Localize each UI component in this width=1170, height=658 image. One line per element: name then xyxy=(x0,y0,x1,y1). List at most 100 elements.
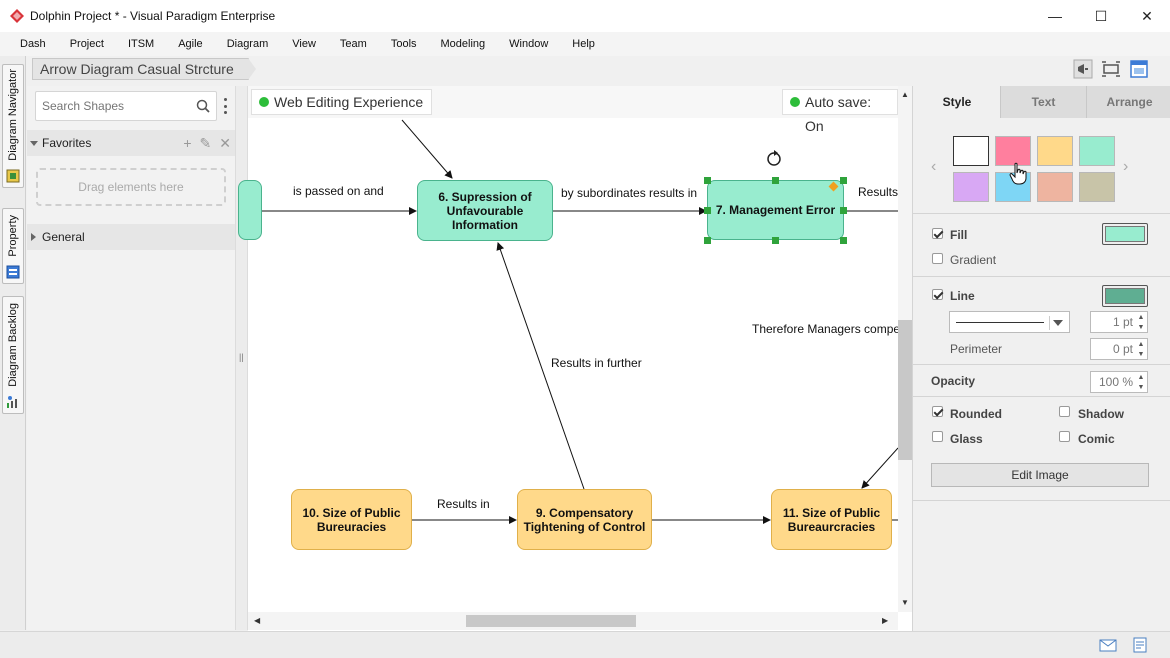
resize-handle[interactable] xyxy=(840,237,847,244)
app-logo-icon xyxy=(10,9,24,23)
color-swatch[interactable] xyxy=(953,172,989,202)
general-section[interactable]: General xyxy=(27,224,235,250)
line-color-button[interactable] xyxy=(1102,285,1148,307)
edge-label-results[interactable]: Results xyxy=(858,185,899,199)
fill-color-button[interactable] xyxy=(1102,223,1148,245)
scroll-right-icon[interactable]: ▶ xyxy=(882,616,889,625)
minimize-button[interactable]: — xyxy=(1048,8,1062,24)
color-swatch[interactable] xyxy=(953,136,989,166)
color-swatch[interactable] xyxy=(1037,136,1073,166)
gradient-label: Gradient xyxy=(950,253,997,267)
menu-agile[interactable]: Agile xyxy=(178,38,203,50)
edge-label-results-in[interactable]: Results in xyxy=(437,497,490,511)
layout-panel-icon[interactable] xyxy=(1128,58,1150,80)
tab-diagram-navigator[interactable]: Diagram Navigator xyxy=(2,64,24,188)
scroll-down-icon[interactable]: ▼ xyxy=(901,598,909,607)
title-bar: Dolphin Project * - Visual Paradigm Ente… xyxy=(0,0,1170,32)
comic-checkbox[interactable] xyxy=(1059,431,1070,442)
resize-handle[interactable] xyxy=(704,207,711,214)
menu-help[interactable]: Help xyxy=(572,38,595,50)
opacity-value: 100 % xyxy=(1098,375,1133,389)
autosave-indicator[interactable]: Auto save: On xyxy=(782,89,898,134)
line-width-input[interactable]: 1 pt▲▼ xyxy=(1090,311,1148,333)
menu-diagram[interactable]: Diagram xyxy=(226,38,269,50)
chevron-left-icon[interactable]: ‹ xyxy=(931,158,937,175)
fill-checkbox[interactable] xyxy=(932,228,943,239)
resize-handle[interactable] xyxy=(840,207,847,214)
node-9-compensatory[interactable]: 9. Compensatory Tightening of Control xyxy=(517,489,652,550)
menu-window[interactable]: Window xyxy=(509,38,549,50)
node-partial-left[interactable] xyxy=(238,180,262,240)
resize-handle[interactable] xyxy=(704,237,711,244)
search-input[interactable] xyxy=(36,92,186,120)
node-11-size-bureaurcracies[interactable]: 11. Size of Public Bureaurcracies xyxy=(771,489,892,550)
node-10-size-bureuracies[interactable]: 10. Size of Public Bureuracies xyxy=(291,489,412,550)
resize-handle[interactable] xyxy=(704,177,711,184)
rotate-handle-icon[interactable] xyxy=(767,150,781,166)
add-icon[interactable]: + xyxy=(183,135,192,151)
tab-style[interactable]: Style xyxy=(914,86,1000,118)
line-style-dropdown[interactable] xyxy=(949,311,1070,333)
notes-icon[interactable] xyxy=(1131,637,1149,653)
vertical-scrollbar[interactable]: ▲ ▼ xyxy=(898,86,912,612)
panel-splitter[interactable]: || xyxy=(235,86,248,630)
diagram-canvas[interactable]: Web Editing Experience Auto save: On is … xyxy=(238,86,912,631)
menu-modeling[interactable]: Modeling xyxy=(440,38,486,50)
tab-diagram-backlog[interactable]: Diagram Backlog xyxy=(2,296,24,414)
announce-icon[interactable] xyxy=(1072,58,1094,80)
more-options-icon[interactable] xyxy=(222,98,228,114)
vertical-scroll-thumb[interactable] xyxy=(898,320,912,460)
maximize-button[interactable]: ☐ xyxy=(1094,7,1108,24)
tab-diagram-backlog-label: Diagram Backlog xyxy=(7,303,19,387)
remove-icon[interactable]: ✕ xyxy=(219,135,231,151)
tab-property[interactable]: Property xyxy=(2,208,24,284)
color-swatch[interactable] xyxy=(995,136,1031,166)
glass-label: Glass xyxy=(950,432,983,446)
search-icon[interactable] xyxy=(196,99,210,113)
resize-handle[interactable] xyxy=(772,237,779,244)
color-swatch[interactable] xyxy=(1079,136,1115,166)
mail-icon[interactable] xyxy=(1099,637,1117,653)
resize-handle[interactable] xyxy=(840,177,847,184)
edge-label-managers[interactable]: Therefore Managers compe xyxy=(752,322,901,336)
perimeter-input[interactable]: 0 pt▲▼ xyxy=(1090,338,1148,360)
favorites-drop-zone[interactable]: Drag elements here xyxy=(36,168,226,206)
favorites-section[interactable]: Favorites + ✎ ✕ xyxy=(27,130,235,156)
menu-project[interactable]: Project xyxy=(69,38,104,50)
node-7-management-error[interactable]: 7. Management Error xyxy=(707,180,844,240)
breadcrumb[interactable]: Arrow Diagram Casual Strcture xyxy=(32,58,256,80)
edge-label-passed-on[interactable]: is passed on and xyxy=(293,184,384,198)
rounded-label: Rounded xyxy=(950,407,1002,421)
menu-itsm[interactable]: ITSM xyxy=(127,38,155,50)
line-checkbox[interactable] xyxy=(932,289,943,300)
rounded-checkbox[interactable] xyxy=(932,406,943,417)
menu-view[interactable]: View xyxy=(292,38,316,50)
node-6-supression[interactable]: 6. Supression of Unfavourable Informatio… xyxy=(417,180,553,241)
tab-diagram-navigator-label: Diagram Navigator xyxy=(7,69,19,161)
scroll-left-icon[interactable]: ◀ xyxy=(254,616,261,625)
edge-label-subordinates[interactable]: by subordinates results in xyxy=(561,186,698,200)
close-button[interactable]: ✕ xyxy=(1141,7,1153,24)
comic-label: Comic xyxy=(1078,432,1115,446)
menu-team[interactable]: Team xyxy=(339,38,367,50)
color-swatch[interactable] xyxy=(1079,172,1115,202)
gradient-checkbox[interactable] xyxy=(932,253,943,264)
edge-label-results-further[interactable]: Results in further xyxy=(551,356,642,370)
tab-arrange[interactable]: Arrange xyxy=(1086,86,1170,118)
shadow-checkbox[interactable] xyxy=(1059,406,1070,417)
web-editing-indicator[interactable]: Web Editing Experience xyxy=(251,89,433,115)
color-swatch[interactable] xyxy=(1037,172,1073,202)
menu-dash[interactable]: Dash xyxy=(20,38,46,50)
edit-icon[interactable]: ✎ xyxy=(199,135,212,151)
scroll-up-icon[interactable]: ▲ xyxy=(901,90,909,99)
edit-image-button[interactable]: Edit Image xyxy=(931,463,1149,487)
horizontal-scrollbar[interactable]: ◀ ▶ xyxy=(248,612,898,630)
horizontal-scroll-thumb[interactable] xyxy=(466,615,636,627)
chevron-right-icon[interactable]: › xyxy=(1123,158,1129,175)
fit-page-icon[interactable] xyxy=(1100,58,1122,80)
tab-text[interactable]: Text xyxy=(1000,86,1086,118)
opacity-input[interactable]: 100 %▲▼ xyxy=(1090,371,1148,393)
resize-handle[interactable] xyxy=(772,177,779,184)
glass-checkbox[interactable] xyxy=(932,431,943,442)
menu-tools[interactable]: Tools xyxy=(390,38,417,50)
